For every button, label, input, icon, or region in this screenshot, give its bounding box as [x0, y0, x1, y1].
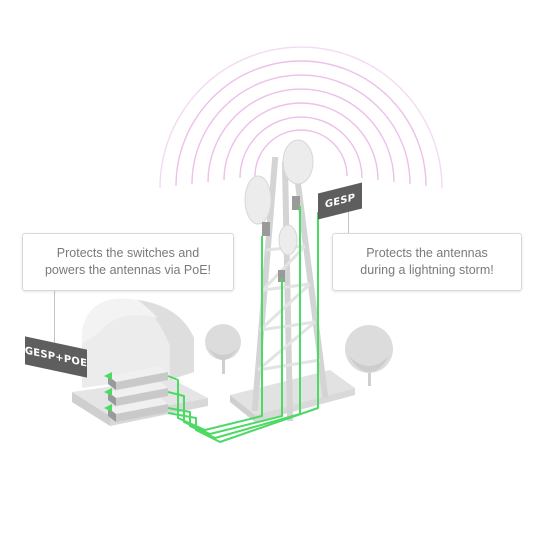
- callout-right-line2: during a lightning storm!: [360, 263, 494, 277]
- poe-arrows: [104, 372, 112, 412]
- antenna-top: [282, 139, 314, 185]
- signal-wave-2: [239, 116, 363, 179]
- antennas: [244, 139, 314, 282]
- callout-left-line2: powers the antennas via PoE!: [44, 263, 212, 277]
- callout-left-leader: [54, 289, 55, 347]
- antenna-mid: [278, 224, 298, 256]
- tree-right: [345, 325, 393, 386]
- signal-waves: [159, 46, 443, 189]
- tower-braces: [257, 244, 321, 372]
- signal-wave-5: [191, 74, 411, 185]
- tree-left: [205, 324, 241, 374]
- callout-antenna-protection: Protects the antennas during a lightning…: [332, 233, 522, 291]
- switch-1: [108, 366, 168, 390]
- callout-right-line1: Protects the antennas: [366, 246, 488, 260]
- cable-3: [167, 206, 301, 439]
- switch-3: [108, 398, 168, 422]
- callout-right-leader: [348, 204, 349, 233]
- signal-wave-7: [159, 46, 443, 189]
- antenna-left: [244, 175, 272, 225]
- signal-wave-6: [175, 60, 427, 187]
- signal-wave-4: [207, 88, 395, 183]
- callout-left-line1: Protects the switches and: [56, 246, 200, 260]
- signal-wave-3: [223, 102, 379, 181]
- signal-wave-1: [254, 129, 348, 177]
- cable-1: [167, 236, 263, 431]
- poe-cables: [167, 206, 319, 443]
- switch-stack: [108, 366, 168, 422]
- switch-2: [108, 382, 168, 406]
- callout-switch-protection: Protects the switches and powers the ant…: [22, 233, 234, 291]
- cable-4: [167, 212, 319, 443]
